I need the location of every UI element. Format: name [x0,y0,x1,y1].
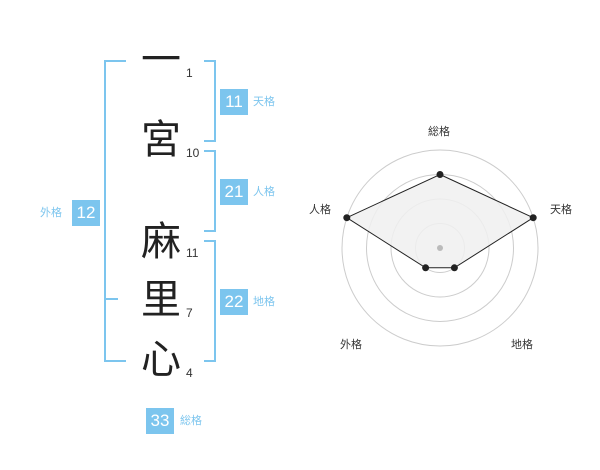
radar-center-dot [437,245,443,251]
chikaku-badge: 22 [220,289,248,315]
radar-point-5 [343,214,351,222]
gaikaku-bracket-mid-tick [104,298,118,300]
chikaku-bracket [204,240,216,362]
soukaku-label: 総格 [180,414,202,427]
tenkaku-bracket [204,60,216,142]
radar-polygon [345,173,535,269]
chikaku-label: 地格 [253,295,275,308]
gaikaku-label: 外格 [40,206,62,219]
name-char-5: 心 [141,337,181,383]
radar-axis-label-chikaku: 地格 [511,338,533,351]
name-char-4: 里 [141,277,181,323]
tenkaku-label: 天格 [253,95,275,108]
stroke-count-4: 7 [186,306,193,320]
radar-axis-label-gaikaku: 外格 [340,338,362,351]
stroke-count-1: 1 [186,66,193,80]
stroke-count-2: 10 [186,146,200,160]
soukaku-badge: 33 [146,408,174,434]
name-char-3: 麻 [141,219,181,265]
jinkaku-label: 人格 [253,185,275,198]
jinkaku-bracket [204,150,216,232]
tenkaku-badge: 11 [220,89,248,115]
name-char-1: 一 [141,37,181,83]
radar-point-3 [450,264,458,272]
name-char-2: 宮 [141,117,181,163]
radar-axis-label-tenkaku: 天格 [550,203,572,216]
jinkaku-badge: 21 [220,179,248,205]
stroke-count-5: 4 [186,366,193,380]
radar-point-2 [529,214,537,222]
radar-ring-4 [341,149,539,347]
radar-point-4 [422,264,430,272]
radar-axis-label-jinkaku: 人格 [309,203,331,216]
stroke-count-3: 11 [186,246,199,260]
gaikaku-badge: 12 [72,200,100,226]
gaikaku-bracket [104,60,126,362]
radar-point-1 [436,171,444,178]
radar-axis-label-soukaku: 総格 [428,125,450,138]
